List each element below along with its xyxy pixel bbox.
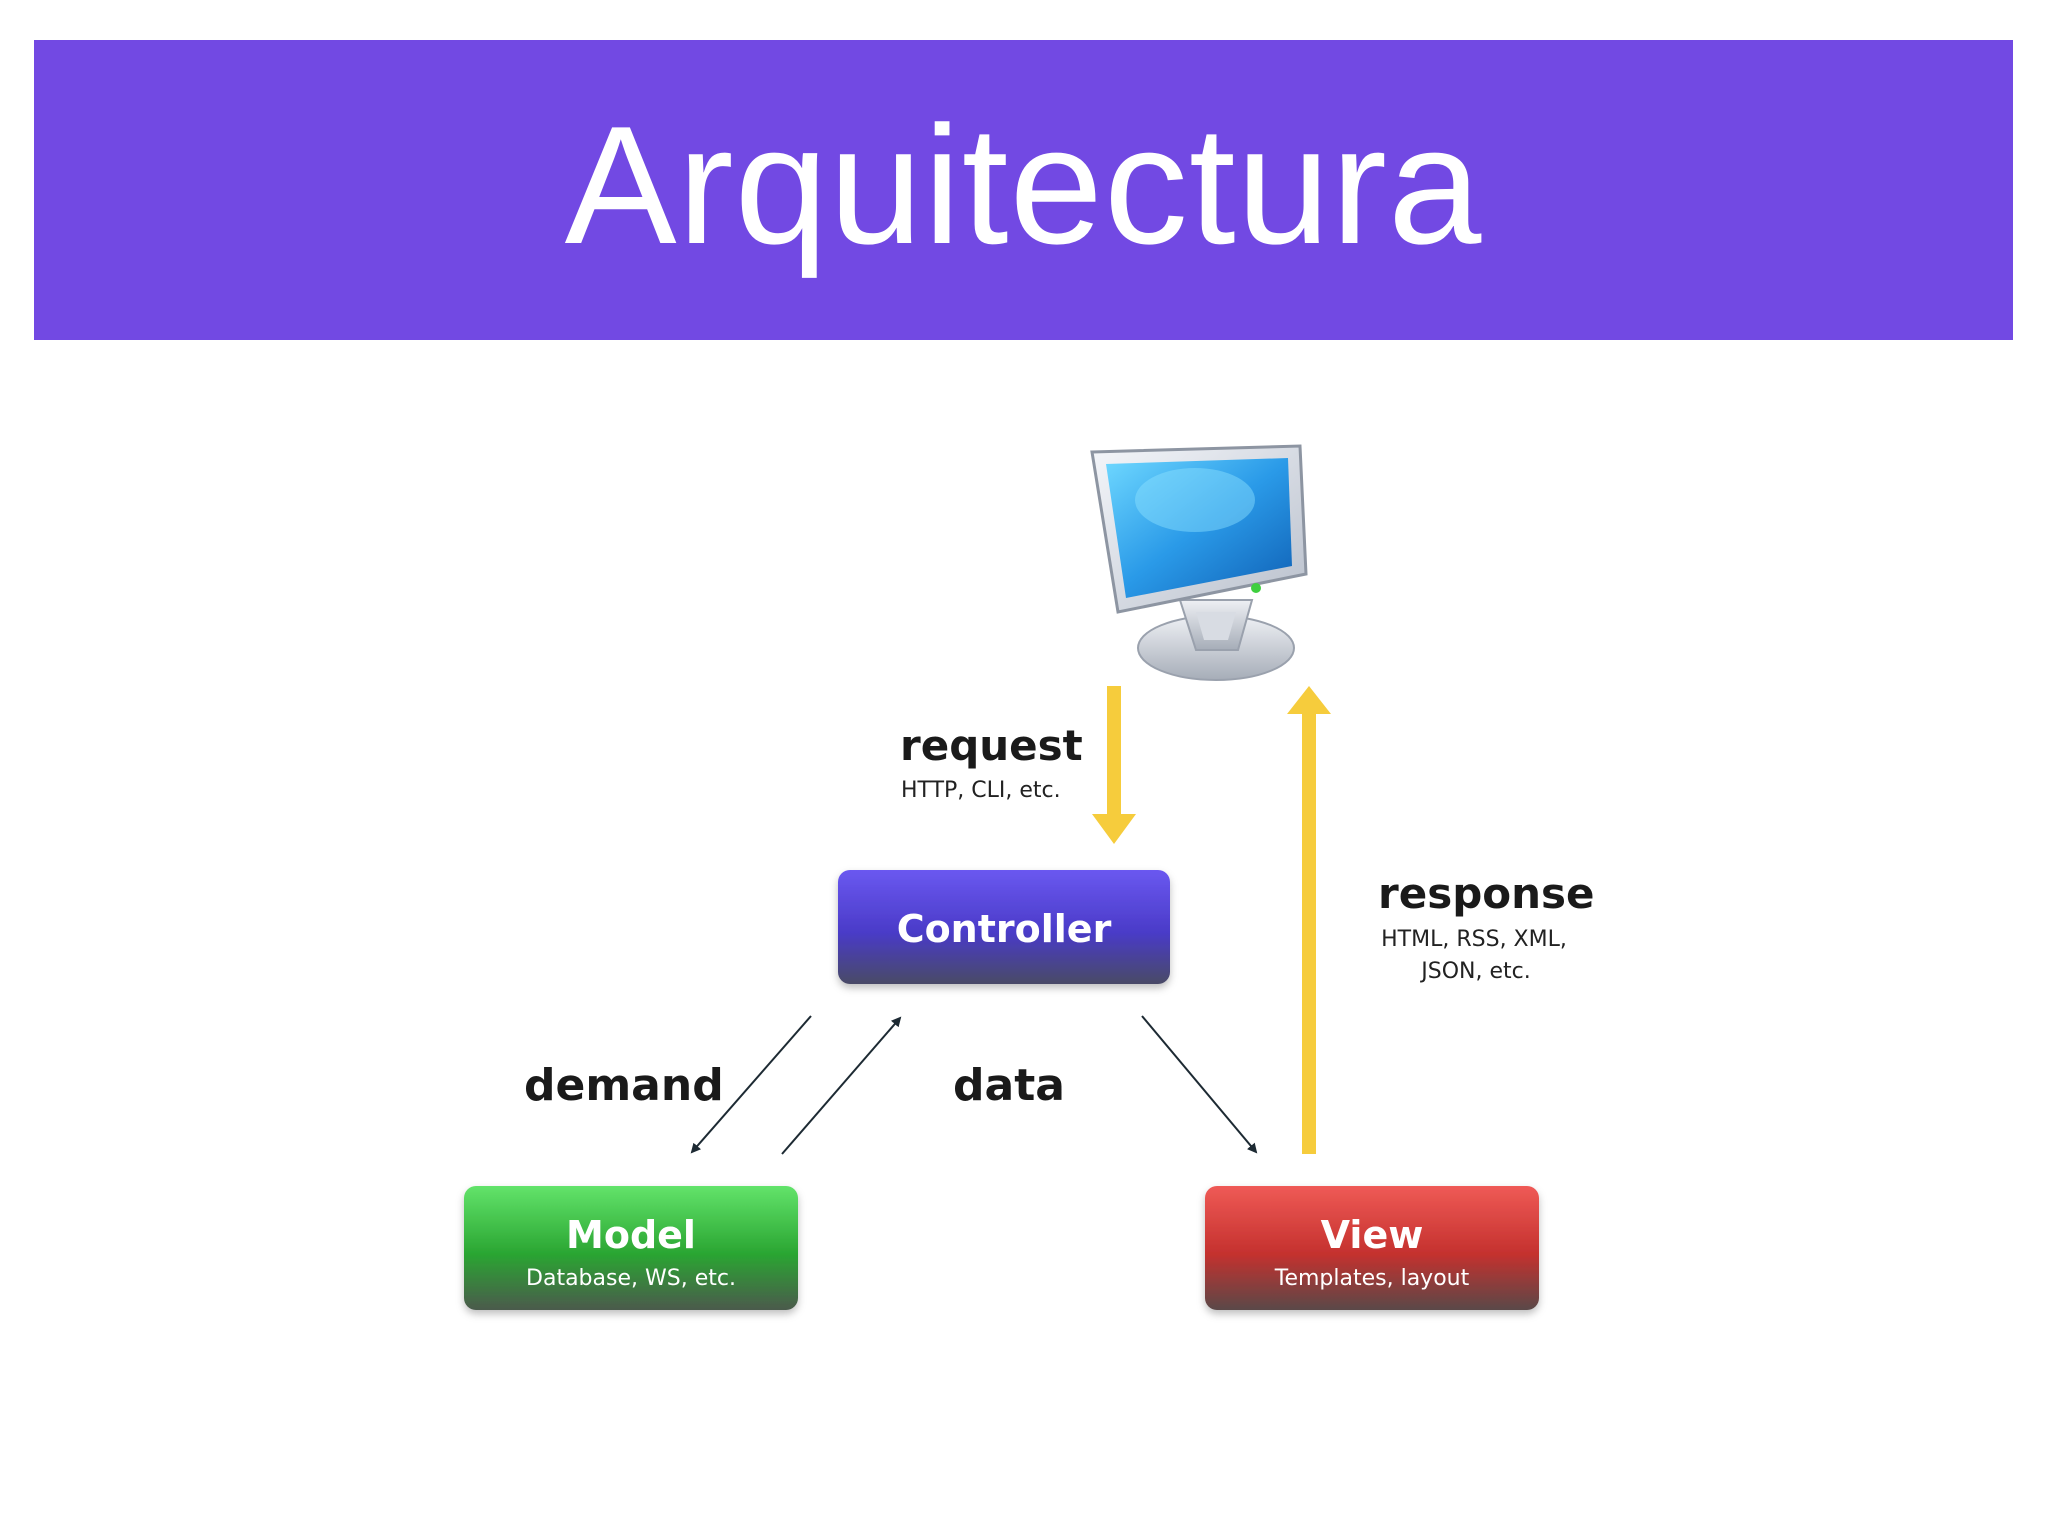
model-label: Model [566, 1213, 696, 1257]
response-label: response [1378, 869, 1595, 918]
monitor-icon [1090, 444, 1308, 681]
controller-box: Controller [838, 870, 1170, 984]
slide-title: Arquitectura [564, 91, 1483, 279]
controller-to-view-arrow [1141, 1015, 1258, 1154]
view-label: View [1321, 1213, 1424, 1257]
data-arrow [781, 1016, 902, 1155]
demand-arrow [690, 1015, 812, 1154]
view-sublabel: Templates, layout [1274, 1266, 1470, 1291]
request-sublabel: HTTP, CLI, etc. [901, 778, 1061, 803]
response-sublabel-line1: HTML, RSS, XML, [1381, 927, 1567, 952]
data-label: data [953, 1060, 1065, 1111]
title-bar: Arquitectura [34, 40, 2013, 340]
view-box: View Templates, layout [1205, 1186, 1539, 1310]
response-arrow [1287, 686, 1331, 1154]
controller-label: Controller [897, 907, 1112, 951]
request-arrow [1092, 686, 1136, 844]
model-sublabel: Database, WS, etc. [526, 1266, 736, 1291]
response-sublabel-line2: JSON, etc. [1419, 959, 1530, 984]
demand-label: demand [524, 1060, 724, 1111]
model-box: Model Database, WS, etc. [464, 1186, 798, 1310]
request-label: request [900, 721, 1083, 770]
